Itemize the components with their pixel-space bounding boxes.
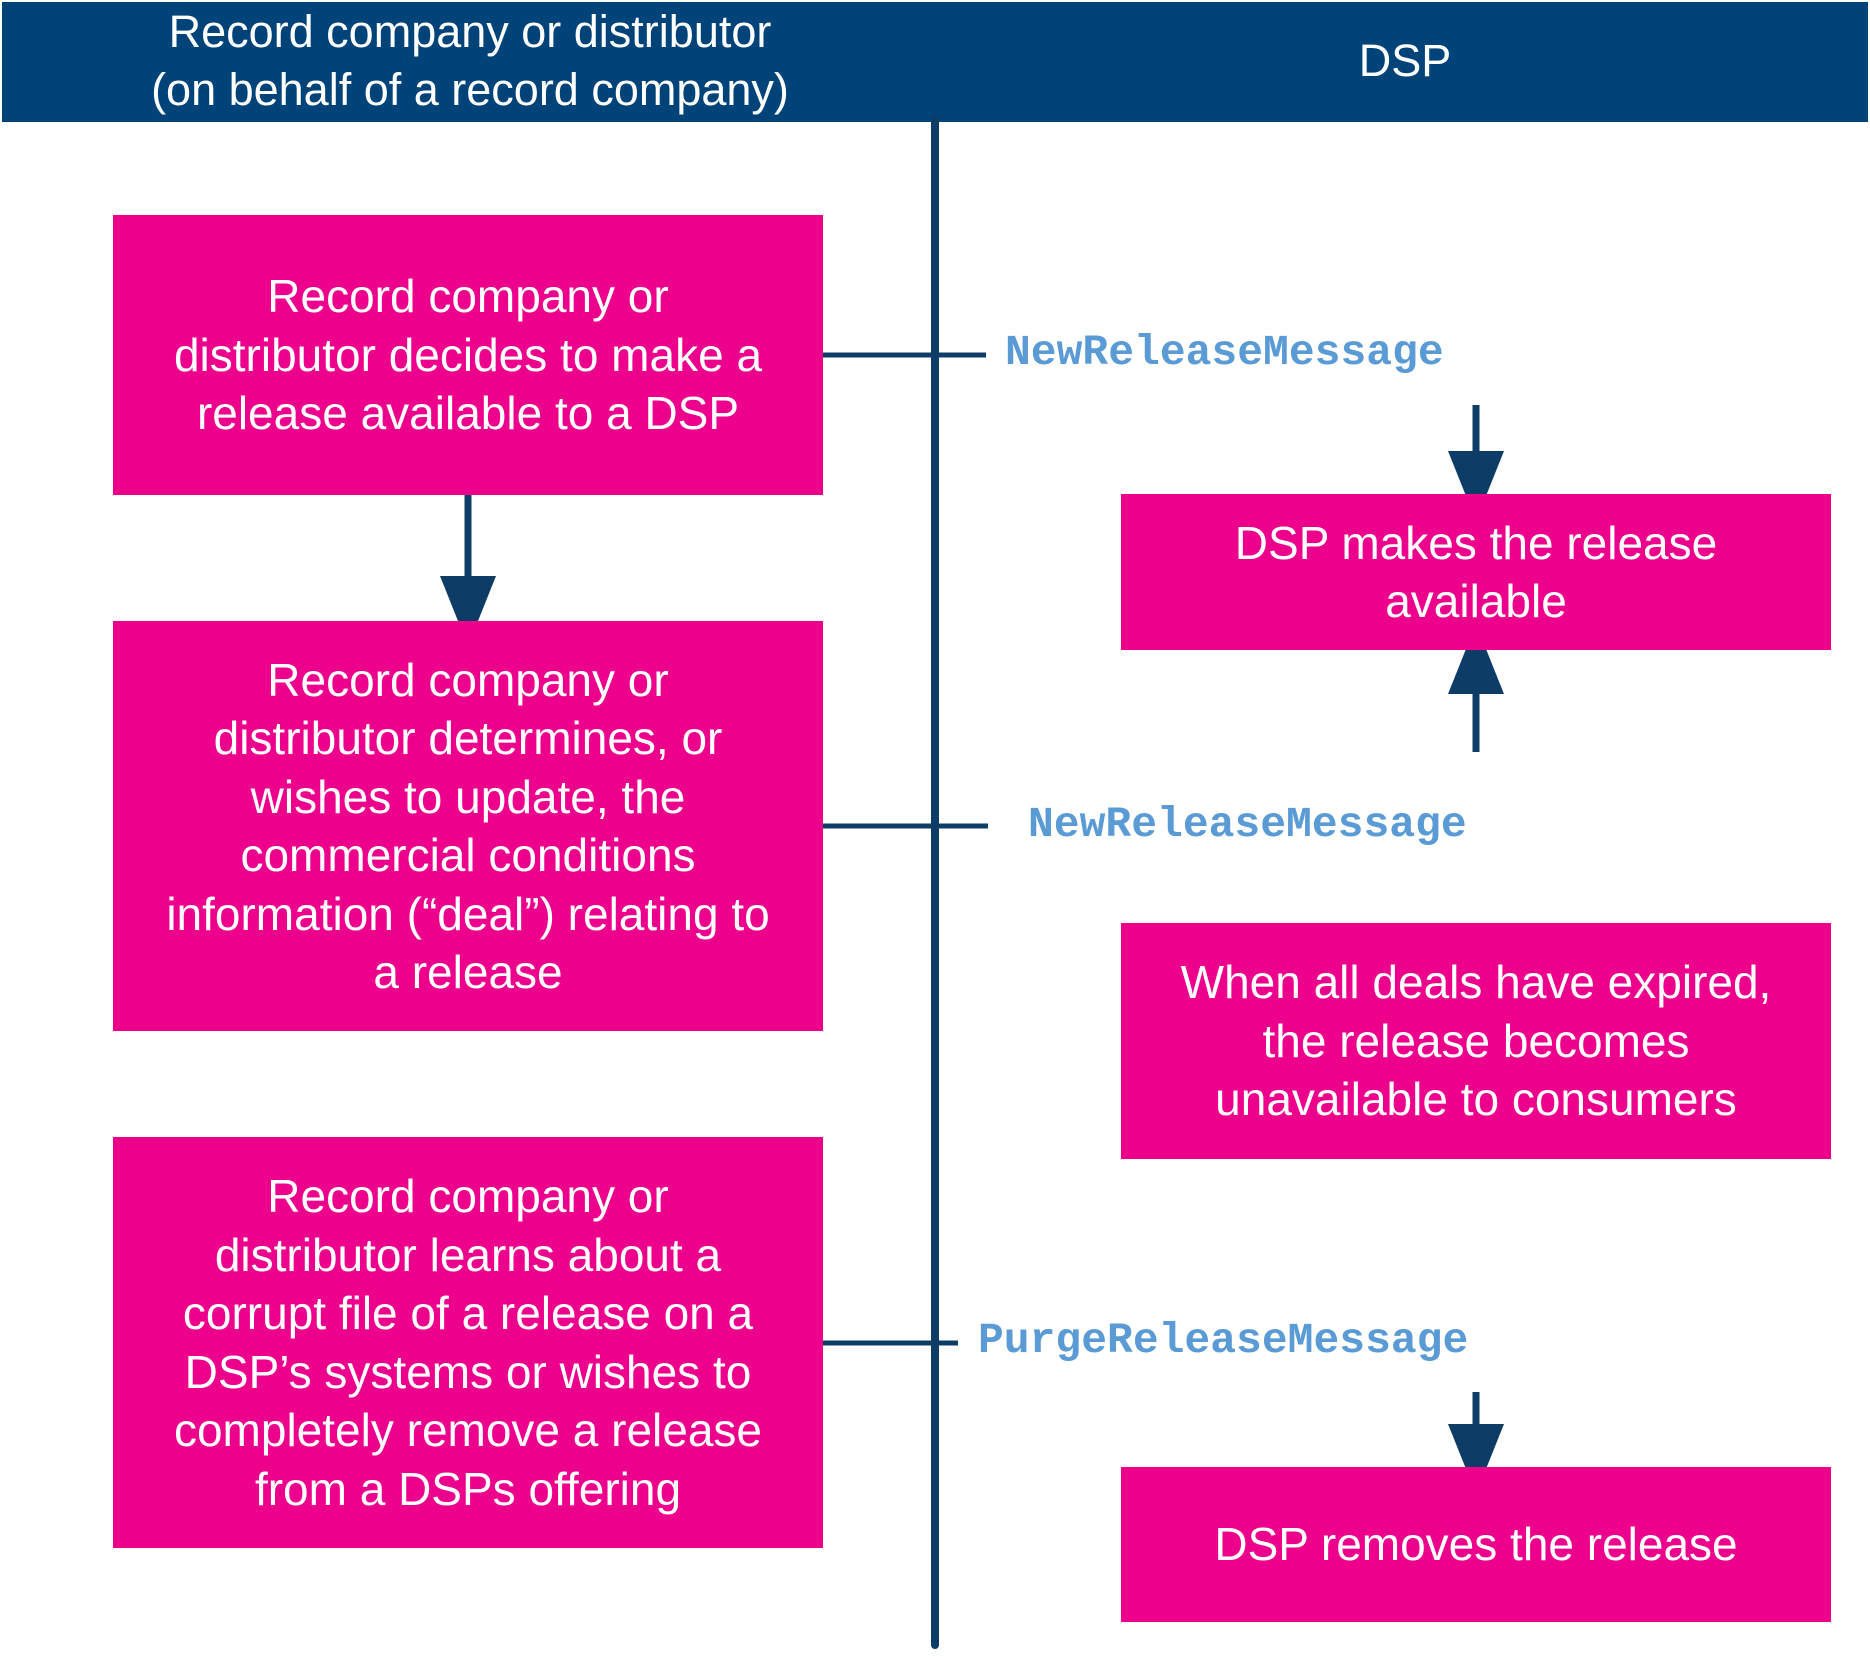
box-line: DSP makes the release — [1234, 516, 1718, 569]
box-line: information (“deal”) relating to — [166, 887, 770, 940]
box-line: DSP removes the release — [1214, 1518, 1738, 1571]
dsp-removes-release: DSP removes the release — [1121, 1467, 1831, 1622]
box-line: When all deals have expired, — [1180, 956, 1772, 1009]
box-line: DSP’s systems or wishes to — [184, 1345, 752, 1398]
lane-header-line: (on behalf of a record company) — [151, 64, 789, 115]
step-corrupt-or-remove: Record company or distributor learns abo… — [113, 1137, 823, 1548]
box-line: from a DSPs offering — [254, 1462, 682, 1515]
lane-header-line: Record company or distributor — [168, 6, 772, 57]
box-line: Record company or — [267, 1170, 669, 1222]
box-line: distributor decides to make a — [173, 328, 763, 381]
box-line: commercial conditions — [240, 829, 696, 881]
box-line: unavailable to consumers — [1215, 1073, 1737, 1126]
lane-header-dsp: DSP — [1358, 35, 1452, 86]
box-line: the release becomes — [1262, 1014, 1690, 1067]
box-line: completely remove a release — [173, 1404, 763, 1456]
deals-expired: When all deals have expired, the release… — [1121, 923, 1831, 1159]
box-line: a release — [373, 946, 563, 998]
box-line: distributor learns about a — [214, 1228, 722, 1281]
box-line: wishes to update, the — [250, 770, 686, 823]
step-update-deal: Record company or distributor determines… — [113, 621, 823, 1031]
header-bar — [2, 2, 1868, 122]
lane-header-record-company: Record company or distributor (on behalf… — [110, 3, 830, 119]
box-line: corrupt file of a release on a — [182, 1287, 754, 1339]
message-label-1: NewReleaseMessage — [1005, 328, 1444, 377]
dsp-makes-available: DSP makes the release available — [1121, 494, 1831, 650]
step-decide-release: Record company or distributor decides to… — [113, 215, 823, 495]
message-label-2: NewReleaseMessage — [1028, 800, 1467, 849]
box-line: Record company or — [267, 653, 669, 706]
message-label-3: PurgeReleaseMessage — [978, 1316, 1469, 1365]
box-line: release available to a DSP — [196, 387, 740, 440]
box-line: Record company or — [267, 270, 669, 323]
box-line: available — [1385, 575, 1567, 627]
box-line: distributor determines, or — [213, 712, 723, 764]
